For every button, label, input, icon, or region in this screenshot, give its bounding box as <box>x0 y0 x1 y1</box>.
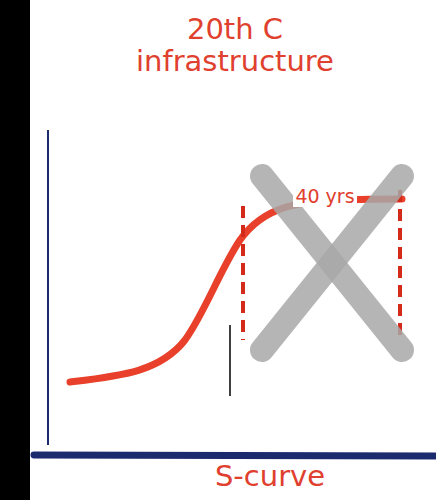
cross-out <box>262 176 402 350</box>
duration-label: 40 yrs <box>293 186 356 207</box>
white-panel <box>30 0 436 500</box>
dashed-marker <box>398 190 402 340</box>
dashed-marker <box>241 206 245 340</box>
cross-out <box>262 176 402 350</box>
x-axis <box>34 455 436 456</box>
axis-caption: S-curve <box>213 461 327 493</box>
title: 20th C infrastructure <box>115 14 355 78</box>
y-axis <box>47 130 49 445</box>
cursor-line <box>229 325 231 396</box>
